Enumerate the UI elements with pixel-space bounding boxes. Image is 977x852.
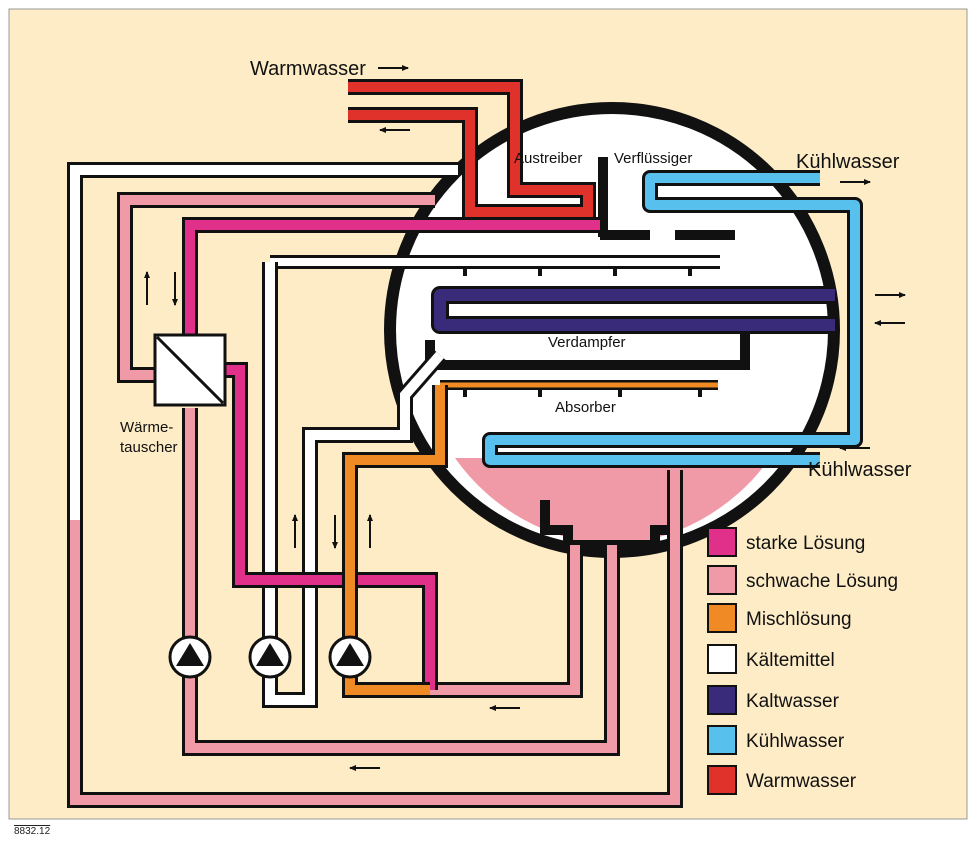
pump-3 xyxy=(328,635,372,679)
legend-item-mischloesung: Mischlösung xyxy=(707,603,852,633)
kaeltemittel-spray xyxy=(270,255,720,276)
legend-item-kaltwasser: Kaltwasser xyxy=(707,685,840,715)
label-kuehlwasser-out: Kühlwasser xyxy=(796,151,900,173)
label-waermetauscher-line2: tauscher xyxy=(120,439,178,456)
label-austreiber: Austreiber xyxy=(514,150,582,167)
mischloesung-spray xyxy=(440,380,718,397)
figure-code: 8832.12 xyxy=(14,826,51,837)
legend: starke Lösung schwache Lösung Mischlösun… xyxy=(707,527,898,795)
label-waermetauscher-line1: Wärme- xyxy=(120,419,173,436)
waermetauscher xyxy=(153,333,227,407)
legend-label: Mischlösung xyxy=(746,609,852,630)
legend-item-kuehlwasser: Kühlwasser xyxy=(707,725,845,755)
legend-label: starke Lösung xyxy=(746,533,865,554)
label-verfluessiger: Verflüssiger xyxy=(614,150,692,167)
legend-label: Kältemittel xyxy=(746,650,835,671)
label-absorber: Absorber xyxy=(555,399,616,416)
legend-label: schwache Lösung xyxy=(746,571,898,592)
legend-label: Warmwasser xyxy=(746,771,857,792)
label-warmwasser-in: Warmwasser xyxy=(250,58,366,80)
flow-arrows xyxy=(144,65,906,771)
label-verdampfer: Verdampfer xyxy=(548,334,626,351)
label-kuehlwasser-in: Kühlwasser xyxy=(808,459,912,481)
vessel-sump xyxy=(540,500,683,550)
legend-item-starke-loesung: starke Lösung xyxy=(707,527,865,557)
pump-1 xyxy=(168,635,212,679)
pump-2 xyxy=(248,635,292,679)
legend-item-kaeltemittel: Kältemittel xyxy=(707,644,835,674)
legend-label: Kühlwasser xyxy=(746,731,845,752)
legend-item-warmwasser: Warmwasser xyxy=(707,765,857,795)
legend-label: Kaltwasser xyxy=(746,691,840,712)
legend-item-schwache-loesung: schwache Lösung xyxy=(707,565,898,595)
